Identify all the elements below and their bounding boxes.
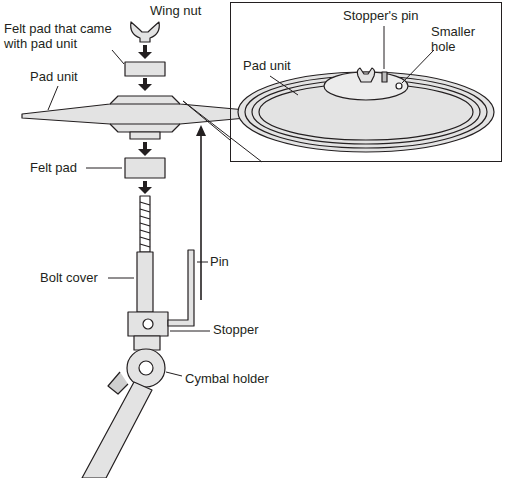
leader-line: [402, 50, 434, 83]
leader-line: [86, 168, 122, 169]
inset-wing-nut: [357, 68, 374, 82]
pad-mount: [130, 132, 160, 139]
part-label: Stopper: [213, 323, 259, 338]
felt-pad: [125, 158, 165, 178]
part-label: Bolt cover: [40, 271, 98, 286]
leader-line: [166, 372, 182, 376]
bolt: [140, 196, 150, 252]
leader-line: [170, 331, 210, 332]
stopper-pin: [382, 72, 387, 82]
holder-tube: [82, 382, 152, 478]
holder-neck: [134, 336, 160, 350]
stopper-screw: [143, 319, 153, 329]
part-label: Cymbal holder: [185, 372, 269, 387]
stopper: [128, 312, 168, 336]
leader-line: [197, 262, 208, 263]
pad-unit: [22, 96, 268, 132]
part-label: Pad unit: [243, 59, 291, 74]
leader-line: [108, 278, 134, 279]
leader-line: [270, 76, 298, 95]
holder-knob: [108, 372, 128, 394]
part-label: Felt pad that came with pad unit: [4, 22, 122, 52]
holder-joint: [127, 349, 165, 387]
smaller-hole: [396, 83, 402, 89]
pin-arrowhead: [196, 125, 206, 136]
felt-pad: [125, 62, 165, 76]
bolt-cover: [137, 252, 153, 312]
part-label: Pad unit: [30, 70, 78, 85]
inset-callout: [183, 101, 262, 162]
pin: [168, 250, 194, 326]
pin-arrow: [200, 134, 202, 300]
holder-bolt: [139, 361, 153, 375]
part-label: Felt pad: [30, 161, 77, 176]
inset-view: Stopper's pinPad unit Smaller hole: [230, 2, 502, 162]
part-label: Stopper's pin: [343, 9, 418, 24]
leader-line: [112, 50, 124, 64]
pad-bell-lines: [110, 104, 180, 124]
leader-line: [384, 26, 385, 69]
wing-nut: [131, 22, 160, 42]
pad-top-view: [238, 72, 494, 152]
leader-line: [48, 86, 58, 110]
part-label: Wing nut: [150, 4, 201, 19]
part-label: Smaller hole: [431, 25, 489, 55]
part-label: Pin: [210, 255, 229, 270]
bolt-thread: [140, 202, 150, 247]
